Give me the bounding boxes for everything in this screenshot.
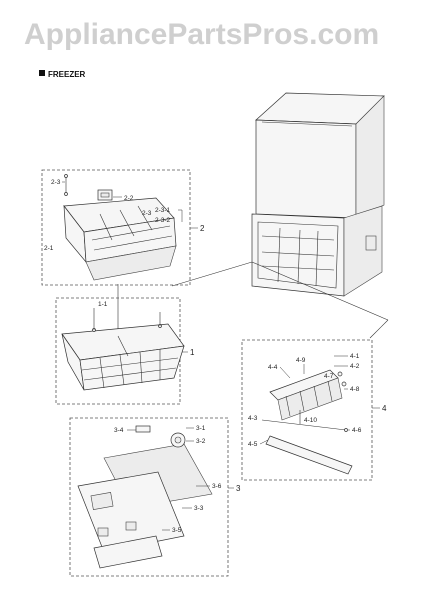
refrigerator-cabinet-illustration [251, 92, 385, 297]
label-1-1: 1-1 [98, 301, 108, 308]
label-4-3: 4-3 [248, 415, 258, 422]
label-2-3-2: 2-3-2 [155, 217, 171, 224]
label-3-6: 3-6 [212, 483, 222, 490]
label-3-4: 3-4 [114, 427, 124, 434]
label-4-10: 4-10 [304, 417, 317, 424]
label-4-1: 4-1 [350, 353, 360, 360]
label-4-7: 4-7 [324, 373, 334, 380]
group-2-box [41, 169, 191, 286]
group-2-label: 2 [200, 224, 205, 233]
label-2-2: 2-2 [124, 195, 134, 202]
section-bullet-icon [39, 70, 45, 76]
label-2-3-1: 2-3-1 [155, 207, 171, 214]
group-1-basket: 1 1-1 [55, 297, 195, 405]
label-4-9: 4-9 [296, 357, 306, 364]
label-4-4: 4-4 [268, 364, 278, 371]
label-4-8: 4-8 [350, 386, 360, 393]
watermark-text: AppliancePartsPros.com [24, 18, 379, 51]
group-1-label: 1 [190, 348, 195, 357]
label-2-3: 2-3 [51, 179, 61, 186]
label-3-2: 3-2 [196, 438, 206, 445]
label-3-3: 3-3 [194, 505, 204, 512]
label-4-2: 4-2 [350, 363, 360, 370]
label-3-5: 3-5 [172, 527, 182, 534]
label-2-1: 2-1 [44, 245, 54, 252]
group-2-upper-drawer: 2 2-3 2-2 2-3 2-3-1 2-3-2 2-1 [41, 169, 205, 286]
group-3-front-panel: 3 3-1 3-2 3-4 3-6 3-3 3-5 [69, 417, 241, 577]
group-3-label: 3 [236, 484, 241, 493]
section-title: FREEZER [48, 70, 86, 79]
label-2-3-a: 2-3 [142, 210, 152, 217]
group-4-label: 4 [382, 404, 387, 413]
label-4-5: 4-5 [248, 441, 258, 448]
group-3-box [69, 417, 229, 577]
connector-lines [117, 261, 389, 339]
group-4-rails: 4 4-9 4-4 4-7 4-1 4-2 4-8 4-10 4-3 4-5 4… [241, 339, 387, 481]
label-4-6: 4-6 [352, 427, 362, 434]
group-4-box [241, 339, 373, 481]
label-3-1: 3-1 [196, 425, 206, 432]
